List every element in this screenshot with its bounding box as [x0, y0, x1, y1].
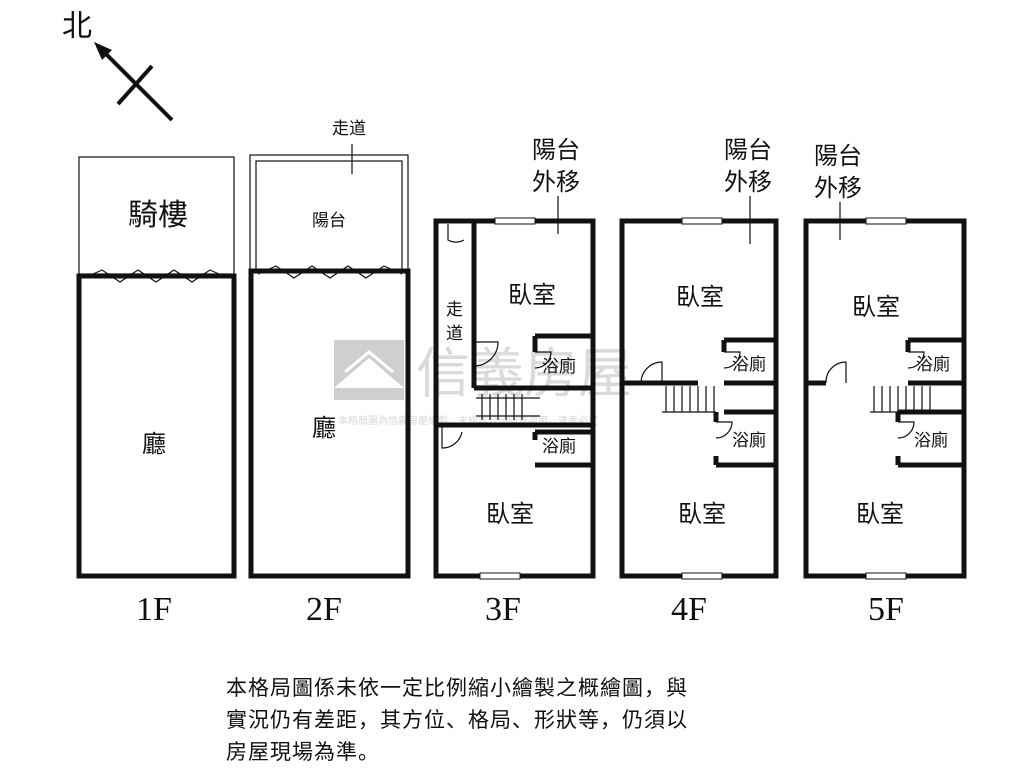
- floor-label-1f: 1F: [136, 591, 172, 628]
- room-bedroom-5f-back: 臥室: [856, 500, 904, 528]
- north-label: 北: [62, 9, 92, 44]
- watermark: 信義房屋 本格局圖為信義房屋繪製，未經本公司同意盜用，違者必究: [334, 340, 632, 427]
- disclaimer-line-1: 本格局圖係未依一定比例縮小繪製之概繪圖，與: [226, 676, 688, 700]
- note-balcony-4f-2: 外移: [724, 168, 772, 196]
- note-balcony-3f-1: 陽台: [532, 136, 580, 164]
- floor-label-2f: 2F: [306, 591, 342, 628]
- room-corridor-3f-1: 走: [446, 300, 463, 320]
- room-bedroom-4f-front: 臥室: [676, 283, 724, 311]
- north-compass: 北: [62, 9, 174, 122]
- floor-label-3f: 3F: [485, 591, 521, 628]
- note-balcony-4f-1: 陽台: [724, 136, 772, 164]
- stairs-3f: [476, 394, 540, 420]
- room-bath-5f-lower: 浴廁: [914, 430, 948, 451]
- room-bedroom-3f-front: 臥室: [508, 281, 556, 309]
- room-hall-1f: 廳: [142, 430, 166, 458]
- floor-1f: 騎樓 廳 1F: [76, 156, 237, 628]
- disclaimer-line-2: 實況仍有差距，其方位、格局、形狀等，仍須以: [226, 708, 688, 732]
- room-corridor-3f-2: 道: [446, 324, 463, 344]
- floor-3f: 陽台 外移 走 道 臥室 浴: [433, 136, 596, 628]
- note-balcony-3f-2: 外移: [532, 168, 580, 196]
- room-bath-4f-upper: 浴廁: [732, 354, 766, 375]
- north-arrow-icon: [94, 42, 112, 60]
- room-bedroom-4f-back: 臥室: [678, 500, 726, 528]
- room-bath-4f-lower: 浴廁: [732, 430, 766, 451]
- watermark-logo: [334, 340, 404, 400]
- note-balcony-5f-1: 陽台: [814, 142, 862, 170]
- floor-label-5f: 5F: [868, 591, 904, 628]
- stairs-4f: [662, 386, 716, 413]
- room-bath-3f-upper: 浴廁: [542, 356, 576, 377]
- room-bedroom-5f-front: 臥室: [852, 293, 900, 321]
- note-balcony-5f-2: 外移: [814, 174, 862, 202]
- floor-label-4f: 4F: [671, 591, 707, 628]
- room-arcade: 騎樓: [128, 198, 188, 233]
- room-hall-2f: 廳: [312, 414, 336, 442]
- floor-4f: 陽台 外移 臥室 浴廁 浴廁 臥室 4F: [619, 136, 779, 628]
- room-balcony-2f: 陽台: [312, 211, 346, 231]
- disclaimer-note: 本格局圖係未依一定比例縮小繪製之概繪圖，與 實況仍有差距，其方位、格局、形狀等，…: [226, 672, 806, 768]
- floor-5f: 陽台 外移 臥室 浴廁 浴廁 臥室 5F: [803, 142, 967, 628]
- stairs-5f: [870, 386, 934, 413]
- disclaimer-line-3: 房屋現場為準。: [226, 740, 380, 764]
- room-corridor-2f: 走道: [332, 119, 366, 139]
- room-bedroom-3f-back: 臥室: [486, 500, 534, 528]
- watermark-brand: 信義房屋: [416, 342, 632, 405]
- room-bath-5f-upper: 浴廁: [916, 354, 950, 375]
- room-bath-3f-lower: 浴廁: [542, 436, 576, 457]
- floor-2f: 走道 陽台 廳 2F: [248, 119, 411, 628]
